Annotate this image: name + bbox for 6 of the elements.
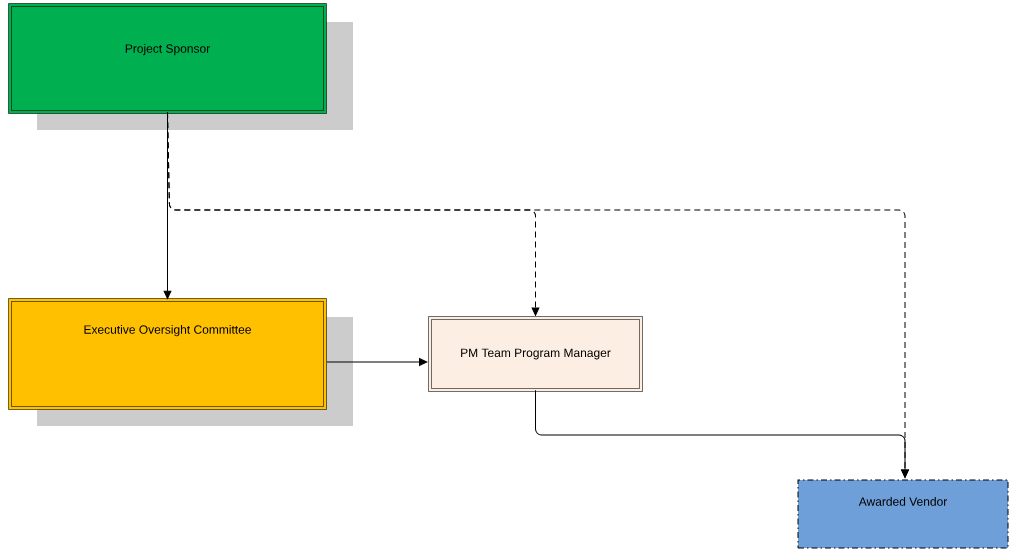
manager-box: PM Team Program Manager	[428, 316, 643, 392]
committee-box: Executive Oversight Committee	[8, 298, 327, 410]
arrow	[535, 389, 909, 478]
vendor-box: Awarded Vendor	[797, 479, 1009, 549]
arrow	[326, 358, 428, 366]
sponsor-box: Project Sponsor	[8, 3, 327, 114]
